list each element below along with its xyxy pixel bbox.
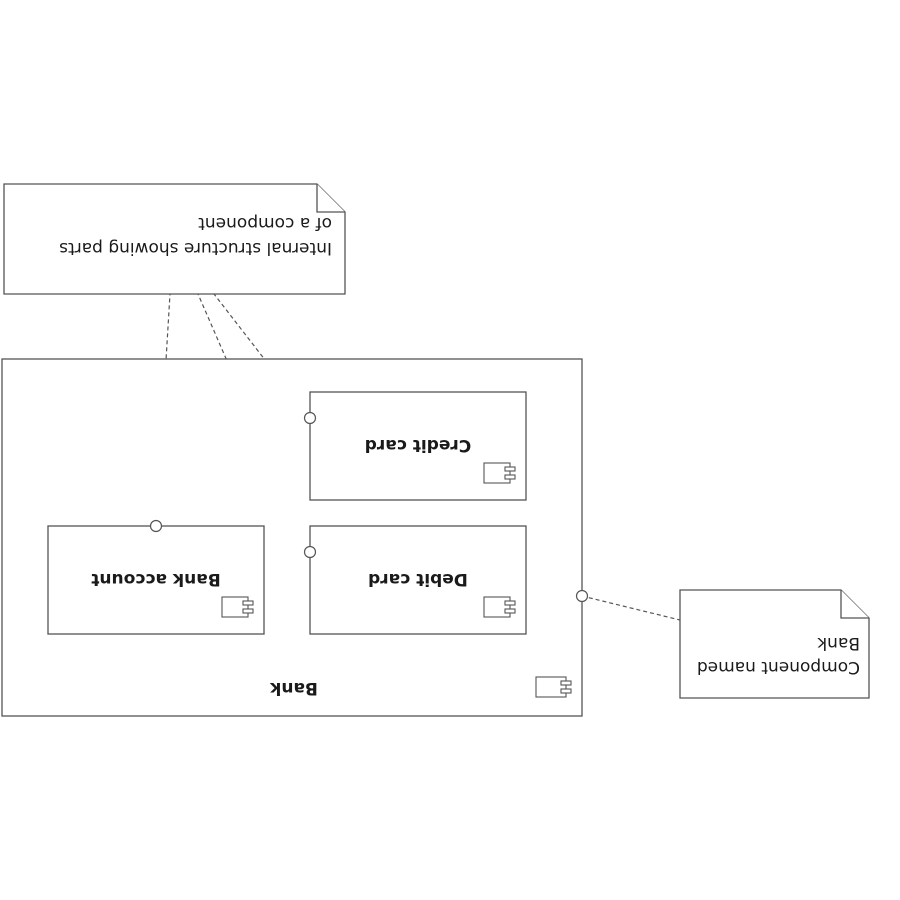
credit-card-label: Credit card xyxy=(365,435,472,455)
component-icon xyxy=(221,596,254,618)
port-bank xyxy=(575,589,589,603)
note-component-named-line1: Component named xyxy=(697,657,860,677)
connector-bank-to-note xyxy=(581,595,681,621)
component-icon xyxy=(483,596,516,618)
debit-card-label: Debit card xyxy=(368,569,468,589)
port-credit-card xyxy=(303,411,317,425)
note-internal-structure-shape xyxy=(3,183,346,295)
port-debit-card xyxy=(303,545,317,559)
bank-account-label: Bank account xyxy=(91,569,220,589)
component-credit-card: Credit card xyxy=(309,391,527,501)
note-component-named-shape xyxy=(679,589,870,699)
diagram-content: Bank Bank account Debit card xyxy=(1,183,870,717)
note-internal-structure-line2: of a component xyxy=(198,213,332,233)
connector-note-to-credit-card xyxy=(213,293,311,419)
note-internal-structure: Internal structure showing parts of a co… xyxy=(3,183,346,295)
component-debit-card: Debit card xyxy=(309,525,527,635)
port-bank-account xyxy=(149,519,163,533)
bank-label: Bank xyxy=(269,678,318,698)
note-component-named-line2: Bank xyxy=(817,633,860,653)
component-icon xyxy=(483,462,516,484)
note-component-named: Component named Bank xyxy=(679,589,870,699)
component-bank-account: Bank account xyxy=(47,525,265,635)
component-icon xyxy=(535,676,572,698)
note-component-named-fold xyxy=(840,590,869,619)
note-internal-structure-fold xyxy=(316,184,345,213)
note-internal-structure-line1: Internal structure showing parts xyxy=(59,238,332,258)
